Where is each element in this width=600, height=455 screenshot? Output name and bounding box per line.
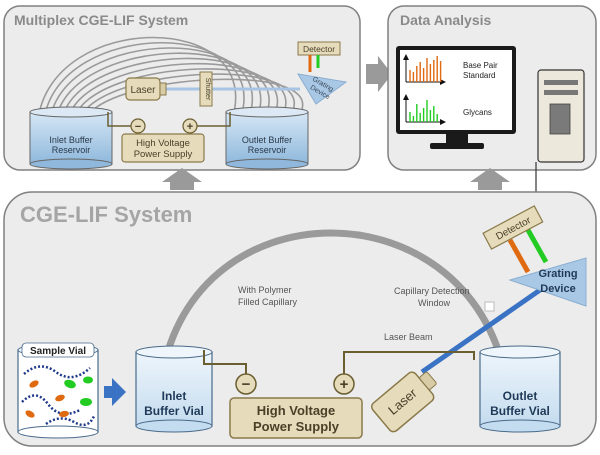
sample-vial-label: Sample Vial — [30, 346, 86, 357]
multiplex-shutter-label: Shutter — [204, 78, 211, 101]
computer-tower — [537, 69, 585, 163]
window-label-1: Capillary Detection — [394, 286, 470, 296]
arrow-up-to-data-analysis — [470, 168, 510, 190]
multiplex-hv-label-1: High Voltage — [136, 138, 190, 149]
inlet-buffer-vial: Inlet Buffer Vial — [135, 345, 213, 433]
multiplex-plus-electrode: + — [182, 118, 198, 134]
laser-beam-label: Laser Beam — [384, 332, 433, 342]
multiplex-outlet-label-2: Reservoir — [248, 145, 287, 155]
cge-orange-line — [507, 238, 531, 274]
glycan-peaks — [409, 100, 438, 122]
multiplex-hv-label-2: Power Supply — [134, 149, 193, 160]
glycans-label: Glycans — [463, 108, 492, 117]
cge-lif-panel: CGE-LIF System Grating Device Detector W… — [3, 191, 597, 447]
multiplex-minus-sign: − — [135, 121, 141, 133]
detection-window-marker — [484, 301, 495, 312]
cge-hv-label-2: Power Supply — [253, 419, 340, 434]
multiplex-outlet-reservoir: Outlet Buffer Reservoir — [225, 106, 309, 170]
multiplex-title: Multiplex CGE-LIF System — [14, 12, 188, 28]
multiplex-wires — [107, 112, 231, 127]
outlet-label-1: Outlet — [503, 389, 538, 403]
multiplex-detector: Detector — [297, 41, 341, 72]
multiplex-inlet-reservoir: Inlet Buffer Reservoir — [29, 106, 113, 170]
cge-plus-sign: + — [340, 376, 349, 393]
data-analysis-panel: Data Analysis Base Pair Standard Glycans — [387, 5, 597, 171]
sample-to-inlet-arrow — [104, 378, 126, 406]
cge-grating-label-1: Grating — [538, 268, 577, 280]
multiplex-capillaries — [37, 36, 304, 121]
multiplex-minus-electrode: − — [130, 118, 146, 134]
monitor-screen — [400, 50, 512, 130]
sample-vial: Sample Vial — [17, 342, 99, 439]
cge-capillary — [156, 229, 512, 393]
cge-minus-electrode: − — [235, 373, 257, 395]
cge-title: CGE-LIF System — [20, 202, 192, 227]
outlet-label-2: Buffer Vial — [490, 404, 550, 418]
multiplex-plus-sign: + — [187, 121, 193, 133]
inlet-label-1: Inlet — [162, 389, 187, 403]
window-label-2: Window — [418, 298, 451, 308]
multiplex-inlet-label-1: Inlet Buffer — [49, 135, 92, 145]
cge-plus-electrode: + — [333, 373, 355, 395]
arrow-to-data-analysis — [366, 56, 392, 92]
arrow-up-to-multiplex — [162, 168, 202, 190]
multiplex-panel: Multiplex CGE-LIF System Inlet Buffer Re… — [3, 5, 361, 171]
multiplex-shutter: Shutter — [199, 71, 213, 107]
base-pair-peaks — [409, 56, 442, 82]
cge-hv-label-1: High Voltage — [257, 403, 335, 418]
multiplex-laser: Laser — [125, 77, 167, 101]
multiplex-outlet-label-1: Outlet Buffer — [242, 135, 292, 145]
multiplex-detector-label: Detector — [303, 44, 335, 54]
polymer-label-1: With Polymer — [238, 285, 292, 295]
multiplex-grating: Grating Device — [297, 73, 348, 105]
multiplex-power-supply: High Voltage Power Supply — [121, 133, 205, 163]
multiplex-laser-label: Laser — [130, 85, 156, 96]
monitor — [396, 46, 516, 149]
cge-minus-sign: − — [242, 376, 251, 393]
base-pair-plot — [403, 54, 446, 85]
inlet-label-2: Buffer Vial — [144, 404, 204, 418]
cge-laser-beam — [420, 287, 542, 375]
cge-grating-label-2: Device — [540, 283, 575, 295]
monitor-stand — [430, 143, 484, 149]
cge-grating: Grating Device — [508, 257, 587, 307]
cge-green-line — [525, 228, 549, 264]
cge-laser: Laser — [370, 371, 437, 433]
multiplex-inlet-label-2: Reservoir — [52, 145, 91, 155]
base-pair-label-2: Standard — [463, 71, 495, 80]
base-pair-label-1: Base Pair — [463, 61, 498, 70]
outlet-buffer-vial: Outlet Buffer Vial — [479, 345, 561, 433]
cge-power-supply: High Voltage Power Supply — [229, 397, 363, 439]
cge-wires — [203, 350, 475, 376]
data-analysis-title: Data Analysis — [400, 12, 492, 28]
glycans-plot — [403, 94, 446, 125]
polymer-label-2: Filled Capillary — [238, 297, 298, 307]
